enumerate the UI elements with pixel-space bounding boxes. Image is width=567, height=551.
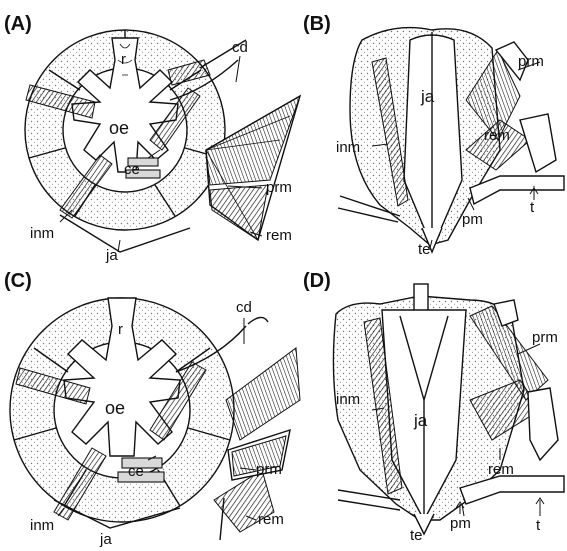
label-b-inm: inm (336, 139, 360, 156)
label-d-prm: prm (532, 329, 558, 346)
label-b-prm: prm (518, 53, 544, 70)
panel-c-letter: (C) (4, 270, 32, 292)
label-d-te: te (410, 527, 423, 544)
label-a-rem: rem (266, 227, 292, 244)
label-a-ja: ja (105, 247, 118, 264)
label-d-pm: pm (450, 515, 471, 532)
panel-a: (A) (4, 13, 300, 264)
panel-b-letter: (B) (303, 13, 331, 35)
panel-a-letter: (A) (4, 13, 32, 35)
label-d-t: t (536, 517, 541, 534)
label-a-ce: ce (124, 161, 140, 178)
label-b-pm: pm (462, 211, 483, 228)
label-d-rem: rem (488, 461, 514, 478)
label-a-oe: oe (109, 118, 129, 138)
panel-d: (D) prm inm ja rem te pm (303, 270, 564, 544)
label-c-cd: cd (236, 299, 252, 316)
label-a-prm: prm (266, 179, 292, 196)
panel-c: (C) (4, 270, 300, 548)
label-a-cd: cd (232, 39, 248, 56)
label-d-ja: ja (413, 411, 428, 430)
panel-b-tube (470, 176, 564, 204)
label-b-t: t (530, 199, 535, 216)
label-c-inm: inm (30, 517, 54, 534)
label-b-ja: ja (420, 87, 435, 106)
panel-d-letter: (D) (303, 270, 331, 292)
label-c-oe: oe (105, 398, 125, 418)
label-d-inm: inm (336, 391, 360, 408)
label-c-rem: rem (258, 511, 284, 528)
panel-c-prm-fan (226, 348, 300, 440)
label-c-ja: ja (99, 531, 112, 548)
label-b-rem: rem (484, 127, 510, 144)
label-c-ce: ce (128, 463, 144, 480)
label-b-te: te (418, 241, 431, 258)
label-c-prm: prm (256, 461, 282, 478)
label-c-r: r (118, 321, 123, 338)
panel-b: (B) ja prm inm rem te pm (303, 13, 564, 258)
label-a-inm: inm (30, 225, 54, 242)
label-a-r: r (121, 51, 126, 68)
